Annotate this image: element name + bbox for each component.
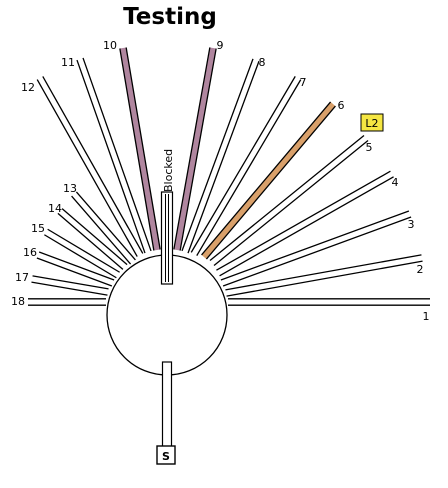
track-17-rail-2 [31,281,108,296]
track-4[interactable] [216,170,394,277]
track-12[interactable] [36,76,144,257]
track-12-rail-2 [36,79,138,257]
track-6[interactable] [201,101,336,260]
track-3[interactable] [220,210,412,287]
track-15-rail-1 [47,228,120,273]
track-label-8: 8 [259,56,266,69]
track-label-3: 3 [408,218,415,231]
track-16[interactable] [36,251,115,287]
track-label-18: 18 [11,295,25,308]
track-label-7: 7 [300,76,307,89]
track-3-rail-1 [222,216,412,287]
track-10-fill [119,47,161,251]
track-label-12: 12 [21,81,35,94]
track-label-11: 11 [61,56,75,69]
tracks-layer [28,47,430,306]
track-label-5: 5 [366,141,373,154]
track-2-rail-1 [226,260,423,297]
track-7[interactable] [190,76,302,256]
track-13[interactable] [71,191,136,265]
track-label-10: 10 [103,39,117,52]
track-14-rail-1 [61,208,128,266]
track-14-rail-2 [57,212,124,270]
track-9-rail-2 [173,47,211,250]
track-11[interactable] [76,57,152,254]
track-6-fill [201,101,336,260]
l2-marker: L2 [360,113,384,132]
track-2-rail-2 [225,254,422,291]
track-5-rail-2 [209,135,365,262]
start-label: S [162,450,170,463]
track-6-rail-2 [201,101,332,256]
l2-label: L2 [365,117,378,130]
track-label-14: 14 [48,202,62,215]
track-label-2: 2 [417,263,424,276]
track-5-rail-1 [213,139,369,266]
track-label-15: 15 [31,222,45,235]
track-9-fill [173,47,217,251]
track-4-rail-2 [216,170,391,271]
track-label-16: 16 [23,246,37,259]
track-17-rail-1 [32,275,109,290]
track-4-rail-1 [219,176,394,277]
start-marker[interactable]: S [156,445,176,465]
blocked-label: Blocked [162,149,175,192]
track-11-rail-1 [82,57,152,252]
track-16-rail-2 [36,257,113,287]
blocked-track[interactable]: Blocked [160,149,176,285]
track-16-rail-1 [38,251,115,281]
track-7-rail-2 [190,76,296,253]
track-13-rail-1 [75,191,136,261]
track-label-6: 6 [338,99,345,112]
track-1[interactable] [228,298,430,306]
track-8-rail-1 [187,60,260,254]
track-3-rail-2 [220,210,410,281]
track-label-13: 13 [63,182,77,195]
track-18[interactable] [28,298,106,306]
track-8-rail-2 [181,58,254,252]
track-8[interactable] [181,58,260,254]
track-label-17: 17 [15,271,29,284]
track-7-rail-1 [196,79,302,256]
track-11-rail-2 [76,59,146,254]
track-13-rail-2 [71,195,132,265]
track-2[interactable] [225,254,423,297]
track-10[interactable] [119,47,161,251]
track-14[interactable] [57,208,128,270]
diagram-title: Testing [123,4,217,30]
track-9-rail-1 [179,48,217,251]
entry-track[interactable] [161,361,173,449]
track-15-rail-2 [44,234,117,279]
track-label-1: 1 [423,310,430,323]
track-6-rail-1 [205,105,336,260]
track-10-rail-2 [119,48,155,251]
track-15[interactable] [44,228,120,279]
track-17[interactable] [31,275,109,296]
track-5[interactable] [209,135,369,266]
track-10-rail-1 [125,47,161,250]
track-12-rail-1 [42,76,144,254]
track-9[interactable] [173,47,217,251]
track-label-4: 4 [392,176,399,189]
track-label-9: 9 [217,39,224,52]
